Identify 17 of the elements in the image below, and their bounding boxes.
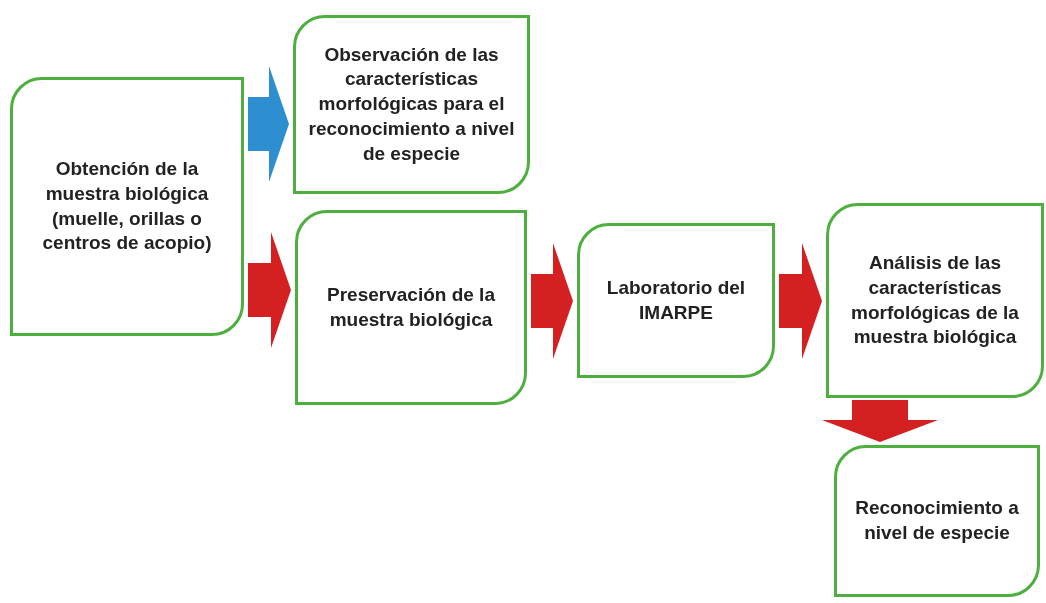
box-text: Preservación de la muestra biológica	[326, 282, 496, 332]
process-box	[293, 15, 530, 194]
box-text: Observación de las características morfológicas para el reconocimiento a nivel de especie	[307, 42, 516, 166]
box-text: Obtención de la muestra biológica (muelle, orillas o centros de acopio)	[41, 157, 213, 256]
process-box	[834, 445, 1040, 597]
process-box	[826, 203, 1044, 398]
box-text: Reconocimiento a nivel de especie	[854, 496, 1020, 545]
block-arrow	[822, 400, 938, 442]
box-text: Análisis de las características morfológicas de la muestra biológica	[850, 251, 1020, 350]
block-arrow	[248, 66, 289, 182]
block-arrow	[779, 243, 822, 359]
process-box	[295, 210, 527, 405]
process-box	[577, 223, 775, 378]
box-text: Laboratorio del IMARPE	[605, 275, 747, 325]
block-arrow	[248, 232, 291, 348]
block-arrow	[531, 243, 573, 359]
process-box	[10, 77, 244, 336]
